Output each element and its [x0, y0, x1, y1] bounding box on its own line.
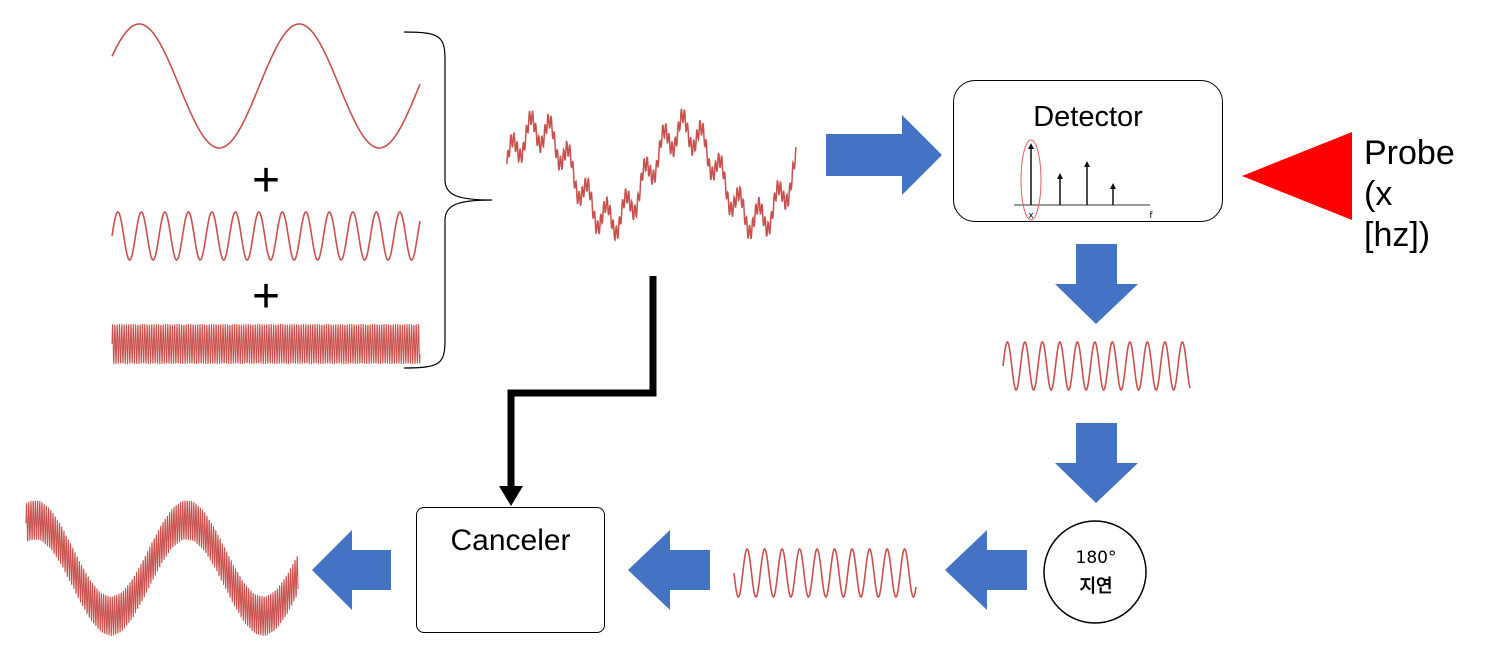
arrow-down-2	[1055, 423, 1138, 503]
combined-signal-wave	[506, 108, 797, 242]
canceler-box: Canceler	[416, 507, 605, 633]
probe-label-line-3: [hz])	[1364, 216, 1431, 254]
high-frequency-wave	[111, 323, 421, 365]
probe-label-line-2: (x	[1364, 175, 1393, 213]
curly-brace	[403, 31, 493, 369]
spectrum-f-label: f	[1149, 211, 1153, 221]
low-frequency-wave	[111, 23, 421, 149]
arrow-to-detector	[826, 115, 942, 195]
inverted-frequency-wave	[733, 548, 917, 598]
spectrum-peak-4-head	[1110, 183, 1116, 189]
delay-circle	[1043, 520, 1147, 624]
spectrum-highlight-ellipse	[1020, 139, 1042, 221]
connector-line	[507, 276, 657, 487]
arrow-left-output	[312, 530, 391, 610]
plus-sign-1: +	[252, 154, 280, 207]
spectrum-x-label: x	[1028, 211, 1034, 221]
delay-degree-label: 180°	[1076, 548, 1117, 568]
spectrum-peak-2-head	[1057, 173, 1063, 179]
arrow-left-from-delay	[945, 530, 1027, 610]
detected-frequency-wave	[1002, 341, 1191, 391]
arrow-left-to-canceler	[628, 530, 710, 610]
plus-sign-2: +	[252, 270, 280, 323]
spectrum-chart: x f	[1014, 139, 1153, 221]
detector-box: Detector x f	[953, 80, 1223, 222]
output-wave	[25, 500, 299, 637]
detector-label: Detector	[1033, 101, 1143, 133]
connector-arrowhead	[499, 486, 523, 506]
canceler-label: Canceler	[450, 524, 571, 557]
probe-label: Probe (x [hz])	[1364, 133, 1455, 256]
probe-triangle-icon	[1242, 132, 1352, 220]
delay-korean-label: 지연	[1079, 576, 1112, 597]
probe-label-line-1: Probe	[1364, 134, 1455, 172]
spectrum-peak-x-head	[1028, 143, 1034, 149]
arrow-down-1	[1055, 244, 1138, 324]
mid-frequency-wave	[111, 211, 421, 261]
spectrum-peak-3-head	[1084, 161, 1090, 167]
